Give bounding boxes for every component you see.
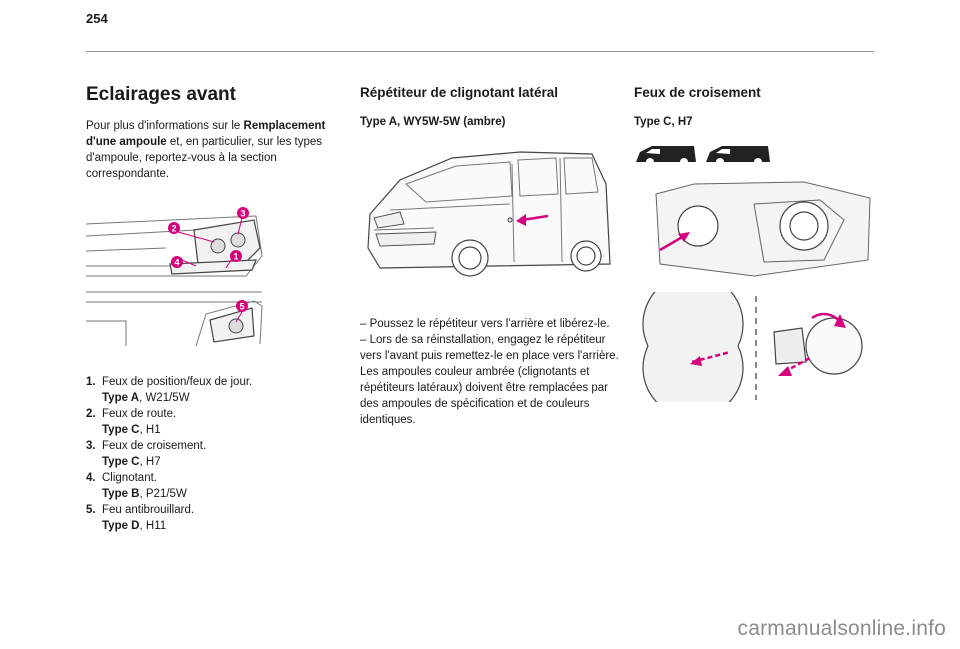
callout-3: 3 [240,209,245,219]
watermark: carmanualsonline.info [737,617,946,640]
header-rule [86,51,874,52]
step-install: – Lors de sa réinstallation, engagez le … [360,334,619,362]
bulb-type: Type A, WY5W-5W (ambre) [360,116,506,128]
callout-5: 5 [239,302,244,312]
list-item: 3.Feux de croisement.Type C, H7 [86,440,207,468]
bulb-list: 1.Feux de position/feux de jour.Type A, … [86,374,336,534]
intro-text: Pour plus d'informations sur le Remplace… [86,118,336,182]
vehicle-icons [636,146,770,166]
callout-2: 2 [171,224,176,234]
column-dipped-beam: Feux de croisement Type C, H7 [634,84,874,402]
intro-link: Remplacement d'une ampoule [86,120,326,148]
cap-removal-figure [642,292,863,402]
column-side-repeater: Répétiteur de clignotant latéral Type A,… [360,84,622,428]
amber-note: Les ampoules couleur ambrée (clignotants… [360,366,609,426]
list-item: 5.Feu antibrouillard.Type D, H11 [86,504,195,532]
callout-4: 4 [174,258,179,268]
page-number: 254 [86,11,108,26]
step-remove: – Poussez le répétiteur vers l'arrière e… [360,318,610,330]
callout-1: 1 [233,252,238,262]
list-item: 2.Feux de route.Type C, H1 [86,408,177,436]
list-item: 4.Clignotant.Type B, P21/5W [86,472,187,500]
section-title: Eclairages avant [86,84,236,105]
section-title: Feux de croisement [634,85,761,100]
headlamp-figure: 1 2 3 4 5 [86,207,263,347]
procedure-text: – Poussez le répétiteur vers l'arrière e… [360,316,622,428]
intro-pre: Pour plus d'informations sur le [86,120,244,132]
section-title: Répétiteur de clignotant latéral [360,85,559,100]
list-item: 1.Feux de position/feux de jour.Type A, … [86,376,253,404]
column-front-lights: Eclairages avant Pour plus d'information… [86,84,336,534]
bulb-type: Type C, H7 [634,116,693,128]
headlamp-rear-figure [655,181,871,277]
van-side-figure [367,151,611,277]
intro-post: et, en particulier, sur les types d'ampo… [86,136,323,180]
